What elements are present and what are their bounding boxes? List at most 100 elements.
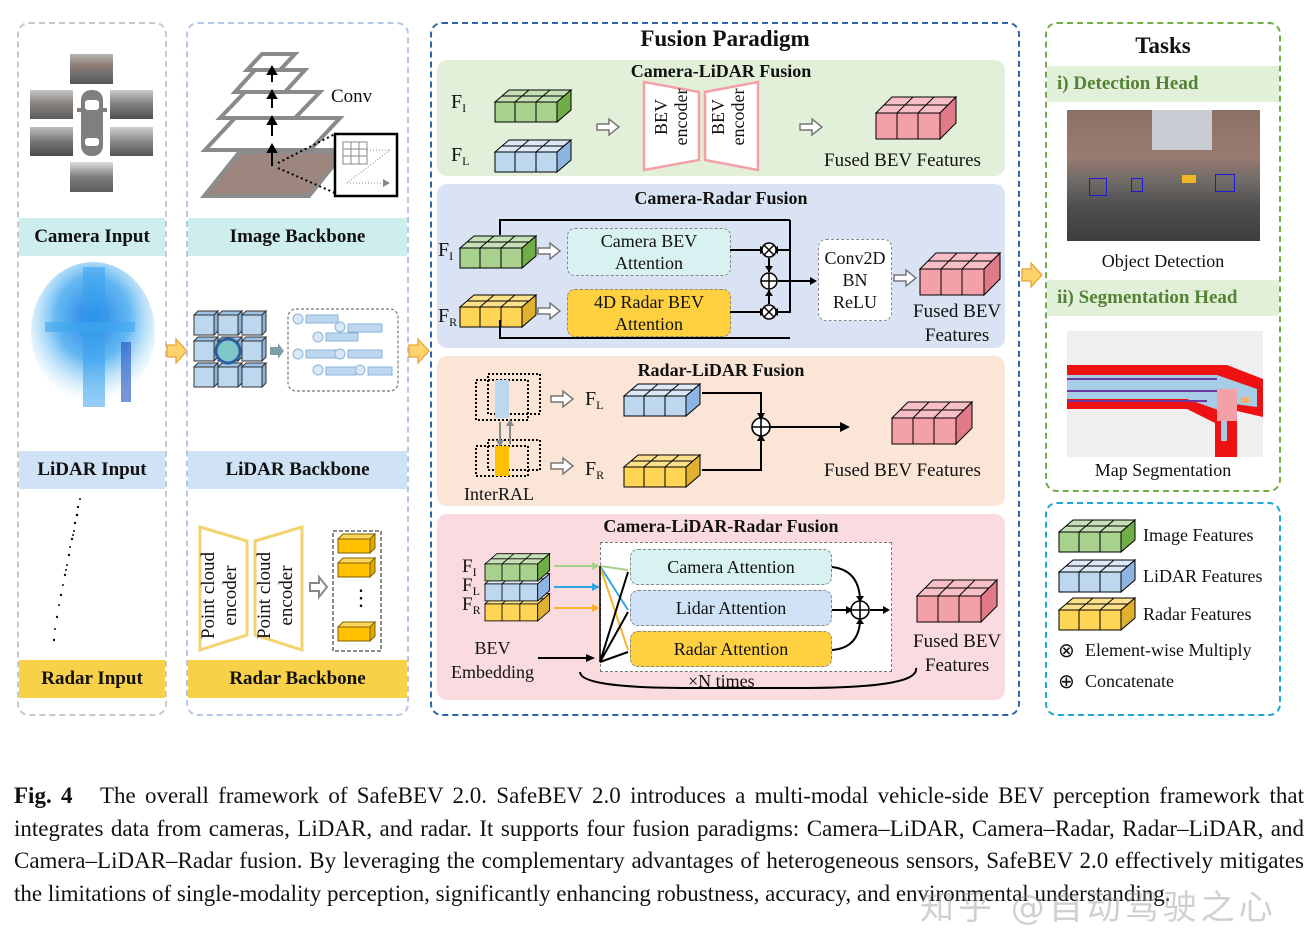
lidar-voxel-grid [192, 308, 399, 392]
legend-lidar-features-label: LiDAR Features [1143, 566, 1263, 586]
detection-box [1089, 178, 1107, 196]
camera-input-label: Camera Input [19, 218, 165, 256]
detection-head-label: i) Detection Head [1047, 66, 1279, 102]
fused-bev-feature-cube [919, 252, 1001, 296]
radar-point-cloud-encoders [198, 524, 382, 653]
legend-radar-feature-cube [1058, 597, 1136, 631]
radar-lidar-fusion-title: Radar-LiDAR Fusion [637, 360, 805, 380]
fusion-paradigm-title: Fusion Paradigm [640, 26, 810, 51]
otimes-icon: ⊗ [1058, 638, 1075, 662]
camera-radar-connections [499, 219, 817, 339]
arrow-to-fl [550, 390, 574, 408]
legend-box [1045, 502, 1281, 716]
clr-fusion-connections [538, 562, 918, 689]
arrow-backbone-to-fusion [408, 337, 430, 365]
fused-bev-features-label: Fused BEV Features [824, 150, 981, 171]
watermark: 知乎 @自动驾驶之心 [920, 888, 1277, 928]
radar-input-label: Radar Input [19, 660, 165, 698]
interral-label: InterRAL [464, 484, 534, 504]
lidar-input-label: LiDAR Input [19, 451, 165, 489]
arrow-to-fused-features [799, 118, 823, 136]
legend-lidar-feature-cube [1058, 559, 1136, 593]
radar-features-ellipsis: ⋮ [350, 585, 372, 610]
segmentation-head-label: ii) Segmentation Head [1047, 280, 1279, 316]
camera-surround-views [28, 50, 156, 195]
lidar-backbone-label: LiDAR Backbone [188, 451, 407, 489]
detection-box-vehicle [1182, 175, 1196, 183]
camera-back-left-image [30, 127, 73, 156]
fused-bev-feature-cube [916, 579, 998, 623]
figure-caption: Fig. 4 The overall framework of SafeBEV … [14, 780, 1304, 910]
lidar-attention-block: Lidar Attention [630, 590, 832, 626]
tasks-title: Tasks [1135, 33, 1191, 58]
object-detection-caption: Object Detection [1101, 251, 1225, 271]
arrow-to-fr [550, 457, 574, 475]
arrow-fusion-to-tasks [1021, 261, 1043, 289]
fusion-paradigm-column [430, 22, 1020, 716]
legend-concatenate-label: Concatenate [1085, 671, 1174, 691]
image-feature-pyramid [200, 52, 399, 198]
camera-front-left-image [30, 90, 73, 119]
fi-label: FI [462, 556, 477, 579]
multiply-symbol [760, 242, 778, 320]
arrow-to-fused-features [893, 269, 917, 287]
map-segmentation-caption: Map Segmentation [1094, 460, 1232, 480]
interral-module [475, 373, 541, 477]
object-detection-image [1067, 110, 1260, 241]
detection-box [1131, 178, 1143, 192]
fr-label: FR [585, 458, 605, 482]
camera-front-image [70, 54, 113, 84]
fused-bev-feature-cube [891, 401, 973, 445]
legend-image-features-label: Image Features [1143, 525, 1254, 545]
detection-box [1215, 174, 1235, 192]
lidar-feature-cube [494, 139, 572, 173]
sky-region [1152, 110, 1212, 150]
radar-point-cloud [52, 498, 81, 642]
fl-label: FL [585, 388, 604, 412]
image-feature-cube [494, 89, 572, 123]
car-icon [77, 90, 107, 156]
legend-image-feature-cube [1058, 519, 1136, 553]
arrow-input-to-backbone [166, 337, 188, 365]
conv-label: Conv [331, 86, 373, 107]
radar-feature-cube [623, 454, 701, 488]
bev-encoder-shape [642, 80, 760, 172]
fl-label: FL [451, 144, 470, 168]
lidar-point-cloud [31, 262, 155, 407]
radar-attention-block: Radar Attention [630, 631, 832, 667]
camera-back-image [70, 162, 113, 192]
tasks-column [1045, 22, 1281, 492]
camera-front-right-image [110, 90, 153, 119]
fi-label: FI [438, 239, 454, 263]
map-segmentation-image [1067, 331, 1263, 457]
camera-back-right-image [110, 127, 153, 156]
fl-label: FL [462, 575, 480, 598]
figure-caption-text: The overall framework of SafeBEV 2.0. Sa… [14, 783, 1304, 906]
fused-bev-feature-cube [875, 96, 957, 140]
fr-label: FR [438, 305, 458, 329]
radar-backbone-label: Radar Backbone [188, 660, 407, 698]
oplus-icon: ⊕ [1058, 669, 1075, 693]
camera-radar-fusion-title: Camera-Radar Fusion [634, 188, 808, 208]
legend-multiply-label: Element-wise Multiply [1085, 640, 1252, 660]
lidar-feature-cube [623, 383, 701, 417]
camera-lidar-radar-fusion-title: Camera-LiDAR-Radar Fusion [603, 516, 839, 536]
fr-label: FR [462, 594, 481, 617]
fused-bev-features-label: Fused BEV Features [824, 460, 981, 481]
fi-label: FI [451, 91, 467, 115]
legend-radar-features-label: Radar Features [1143, 604, 1252, 624]
arrow-to-bev-encoder [596, 118, 620, 136]
n-times-label: ×N times [688, 671, 755, 691]
figure-label: Fig. 4 [14, 783, 73, 808]
radar-lidar-connections [702, 392, 850, 471]
image-backbone-label: Image Backbone [188, 218, 407, 256]
backbones-column [186, 22, 409, 716]
